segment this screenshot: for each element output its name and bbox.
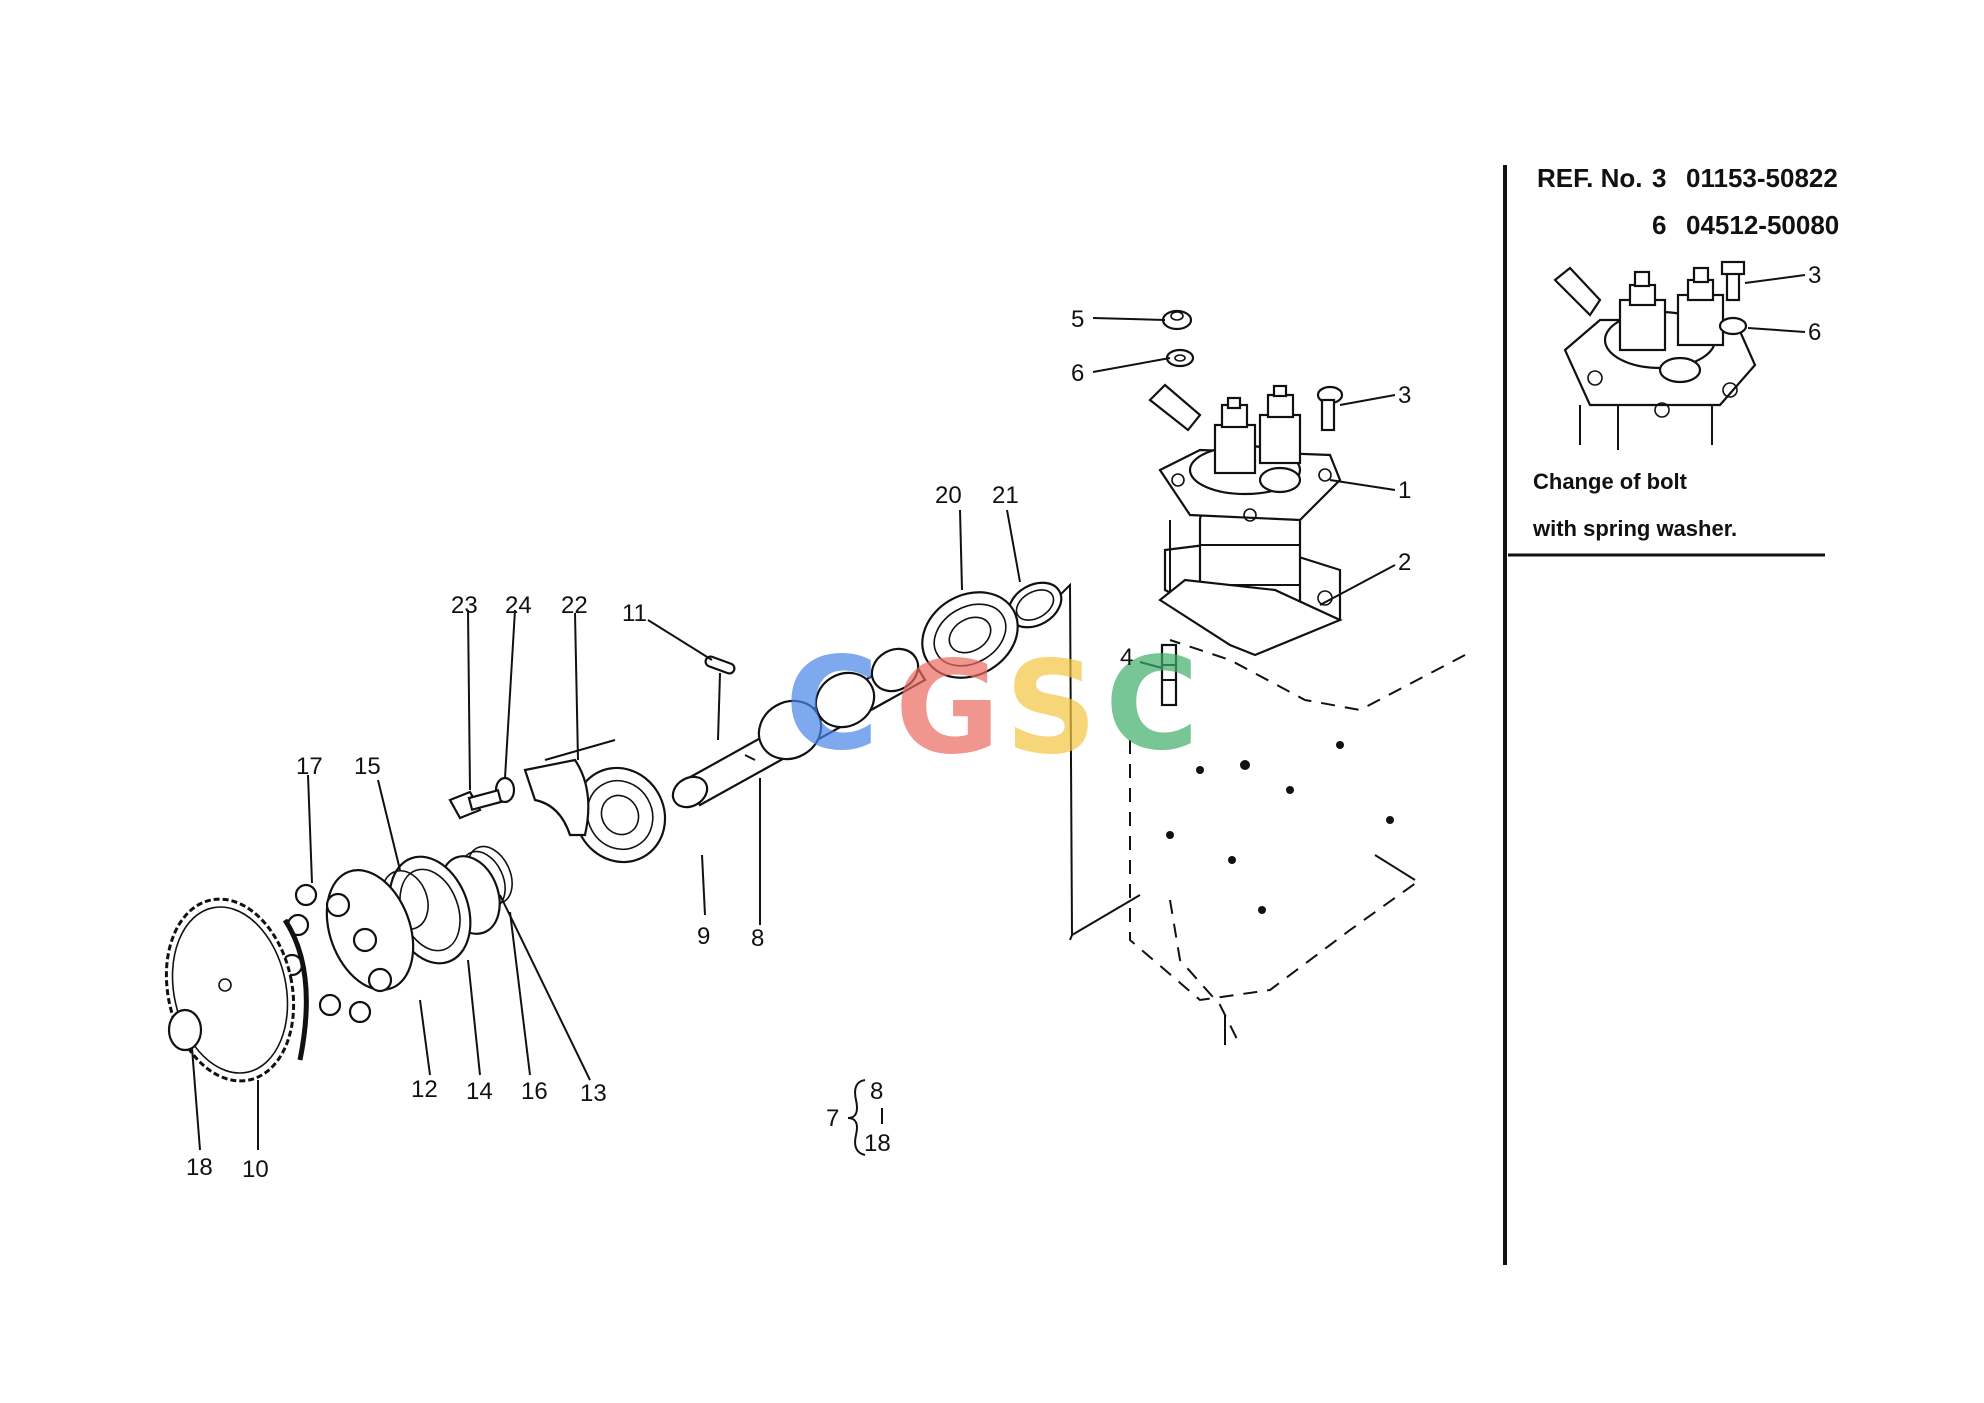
bearing-part-20 xyxy=(921,591,1019,679)
watermark-letter-4: C xyxy=(1105,630,1199,779)
callout-17: 17 xyxy=(296,753,323,780)
steel-balls-part-17 xyxy=(280,883,372,1024)
inset-callout-6: 6 xyxy=(1808,319,1821,346)
bolt-part-3 xyxy=(1316,385,1344,432)
ref-label: REF. No. xyxy=(1537,163,1642,193)
ref2-part-number: 04512-50080 xyxy=(1686,210,1839,240)
note-line-1: Change of bolt xyxy=(1533,469,1688,494)
callout-13: 13 xyxy=(580,1080,607,1107)
callout-2: 2 xyxy=(1398,549,1411,576)
callout-1: 1 xyxy=(1398,477,1411,504)
callout-8: 8 xyxy=(751,925,764,952)
watermark-letter-3: S xyxy=(1005,634,1097,783)
circlip-part-18 xyxy=(167,1008,203,1052)
callout-21: 21 xyxy=(992,482,1019,509)
ref2-number: 6 xyxy=(1652,210,1666,240)
reference-panel: REF. No. 3 01153-50822 6 04512-50080 xyxy=(1503,163,1839,1265)
bearing-part-9 xyxy=(573,766,667,864)
washer-part-6 xyxy=(1165,348,1195,368)
callout-4: 4 xyxy=(1120,644,1133,671)
inset-pump-illustration xyxy=(1553,260,1806,450)
key-part-11 xyxy=(704,655,736,675)
plate-guide-line xyxy=(544,739,616,761)
nut-part-5 xyxy=(1161,309,1193,331)
callout-10: 10 xyxy=(242,1156,269,1183)
callout-24: 24 xyxy=(505,592,532,619)
callout-20: 20 xyxy=(935,482,962,509)
injection-pump xyxy=(1148,383,1342,638)
callout-9: 9 xyxy=(697,923,710,950)
callout-23: 23 xyxy=(451,592,478,619)
callout-7: 7 xyxy=(826,1105,839,1132)
engine-block-outline xyxy=(1129,639,1466,1046)
inset-callout-3: 3 xyxy=(1808,262,1821,289)
callout-3: 3 xyxy=(1398,382,1411,409)
assembly-bracket-line-lower xyxy=(1071,894,1141,936)
watermark-logo: C G S C xyxy=(785,630,1199,783)
callout-labels: 5 6 3 1 2 4 20 21 23 24 22 11 17 15 9 8 … xyxy=(186,306,1411,1183)
pump-gasket xyxy=(1158,578,1343,657)
watermark-letter-2: G xyxy=(895,634,1000,783)
stud-part-4 xyxy=(1160,643,1178,707)
ref1-number: 3 xyxy=(1652,163,1666,193)
watermark-letter-1: C xyxy=(785,630,879,779)
callout-12: 12 xyxy=(411,1076,438,1103)
callout-22: 22 xyxy=(561,592,588,619)
governor-weight-holder-part-12 xyxy=(325,869,415,993)
stopper-plate-part-22 xyxy=(523,758,590,837)
bolt-part-23 xyxy=(448,788,503,820)
note-line-2: with spring washer. xyxy=(1532,516,1737,541)
leader-lines xyxy=(191,317,1396,1151)
callout-14: 14 xyxy=(466,1078,493,1105)
callout-11: 11 xyxy=(622,600,647,627)
callout-7-item-18: 18 xyxy=(864,1130,891,1157)
callout-6: 6 xyxy=(1071,360,1084,387)
callout-16: 16 xyxy=(521,1078,548,1105)
callout-18: 18 xyxy=(186,1154,213,1181)
brace-part-7 xyxy=(847,1079,866,1156)
callout-7-item-8: 8 xyxy=(870,1078,883,1105)
callout-15: 15 xyxy=(354,753,381,780)
ref1-part-number: 01153-50822 xyxy=(1686,163,1838,193)
camshaft-part-8 xyxy=(671,647,927,809)
gear-part-10 xyxy=(164,897,309,1083)
callout-5: 5 xyxy=(1071,306,1084,333)
